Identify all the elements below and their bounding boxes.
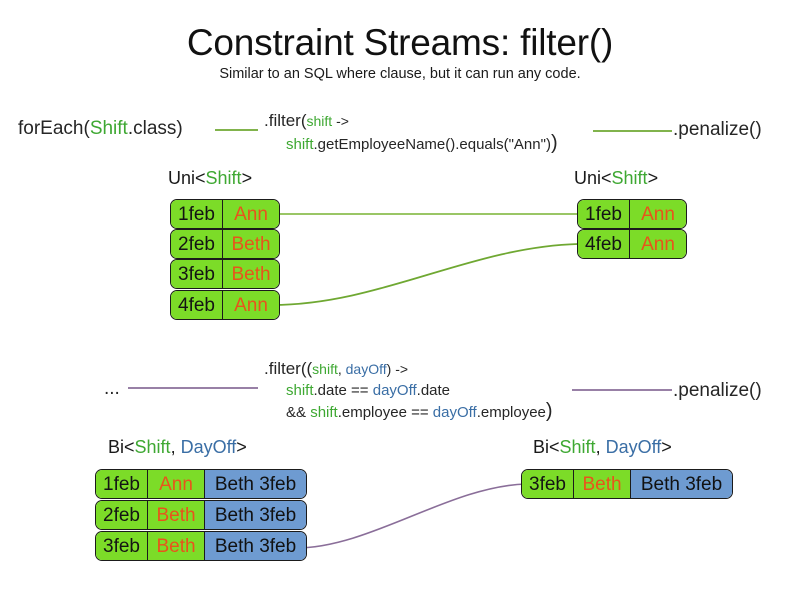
tuple-date: 1feb <box>171 200 223 228</box>
bi-right-label-type1: Shift <box>559 437 596 457</box>
tuple-dayoff: Beth 3feb <box>630 470 732 498</box>
uni-left-label-suffix: > <box>241 168 253 188</box>
bi-filter-l2-var2: dayOff <box>372 382 417 399</box>
tuple-dayoff: Beth 3feb <box>204 532 306 560</box>
bi-left-label-type1: Shift <box>134 437 171 457</box>
bi-filter-arrow: ) -> <box>386 361 409 377</box>
tuple-name: Beth <box>148 532 204 560</box>
foreach-prefix: forEach( <box>18 118 90 139</box>
bi-left-label-comma: , <box>170 437 181 457</box>
bi-filter-line2: shift.date == dayOff.date <box>264 380 553 401</box>
bi-filter-line1: .filter((shift, dayOff) -> <box>264 359 408 378</box>
tuple-name: Ann <box>223 291 279 319</box>
bi-filter-close-paren: ) <box>545 400 553 422</box>
bi-right-label-comma: , <box>595 437 606 457</box>
uni-right-stream-label: Uni<Shift> <box>574 168 658 189</box>
uni-right-label-type: Shift <box>611 168 648 188</box>
tuple-date: 4feb <box>578 230 630 258</box>
bi-filter-l2-mid: .date == <box>313 382 373 399</box>
foreach-expression: forEach(Shift.class) <box>18 118 183 140</box>
bi-filter-param2: dayOff <box>345 361 387 377</box>
tuple-date: 3feb <box>96 532 148 560</box>
bi-filter-l3-var2: dayOff <box>432 404 477 421</box>
tuple-dayoff: Beth 3feb <box>204 501 306 529</box>
tuple-name: Ann <box>630 200 686 228</box>
tuple-dayoff: Beth 3feb <box>204 470 306 498</box>
uni-filter-prefix: .filter( <box>264 111 307 130</box>
uni-right-tuple-0[interactable]: 1feb Ann <box>577 199 687 229</box>
link-bi-3feb <box>295 483 527 549</box>
tuple-date: 3feb <box>171 260 223 288</box>
bi-filter-comma: , <box>337 361 346 377</box>
uni-penalize-expression: .penalize() <box>673 119 762 140</box>
tuple-name: Ann <box>630 230 686 258</box>
bi-filter-param1: shift <box>312 361 338 377</box>
uni-left-tuple-3[interactable]: 4feb Ann <box>170 290 280 320</box>
bi-penalize-expression: .penalize() <box>673 380 762 401</box>
uni-left-label-type: Shift <box>205 168 242 188</box>
tuple-date: 1feb <box>96 470 148 498</box>
tuple-name: Beth <box>223 230 279 258</box>
uni-filter-param: shift <box>306 113 333 129</box>
bi-filter-l3-amp: && <box>286 404 311 421</box>
bi-left-label-type2: DayOff <box>180 437 237 457</box>
bi-filter-l3-mid: .employee == <box>337 404 433 421</box>
bi-filter-l3-end: .employee <box>476 404 546 421</box>
bi-right-tuple-0[interactable]: 3feb Beth Beth 3feb <box>521 469 733 499</box>
uni-left-tuple-0[interactable]: 1feb Ann <box>170 199 280 229</box>
uni-filter-body: .getEmployeeName().equals("Ann") <box>313 136 551 153</box>
bi-filter-l2-end: .date <box>416 382 451 399</box>
bi-left-tuple-0[interactable]: 1feb Ann Beth 3feb <box>95 469 307 499</box>
uni-left-tuple-1[interactable]: 2feb Beth <box>170 229 280 259</box>
bi-left-tuple-1[interactable]: 2feb Beth Beth 3feb <box>95 500 307 530</box>
page-subtitle: Similar to an SQL where clause, but it c… <box>219 66 581 82</box>
bi-left-stream-label: Bi<Shift, DayOff> <box>108 437 247 458</box>
bi-right-label-suffix: > <box>661 437 672 457</box>
tuple-date: 1feb <box>578 200 630 228</box>
tuple-date: 2feb <box>96 501 148 529</box>
uni-right-label-suffix: > <box>647 168 659 188</box>
tuple-date: 2feb <box>171 230 223 258</box>
tuple-name: Beth <box>574 470 630 498</box>
bi-filter-prefix: .filter(( <box>264 359 313 378</box>
uni-filter-body-var: shift <box>286 136 314 153</box>
tuple-name: Ann <box>148 470 204 498</box>
bi-right-label-prefix: Bi< <box>533 437 560 457</box>
bi-filter-l2-var1: shift <box>286 382 314 399</box>
link-uni-4feb <box>271 243 579 306</box>
tuple-name: Beth <box>223 260 279 288</box>
uni-right-label-prefix: Uni< <box>574 168 612 188</box>
uni-left-stream-label: Uni<Shift> <box>168 168 252 189</box>
tuple-name: Beth <box>148 501 204 529</box>
uni-filter-expression: .filter(shift -> shift.getEmployeeName()… <box>264 110 558 156</box>
tuple-date: 3feb <box>522 470 574 498</box>
page-title: Constraint Streams: filter() <box>186 22 614 63</box>
bi-right-label-type2: DayOff <box>605 437 662 457</box>
uni-filter-arrow: -> <box>332 113 349 129</box>
foreach-type: Shift <box>89 118 128 139</box>
uni-filter-line2: shift.getEmployeeName().equals("Ann")) <box>264 132 558 156</box>
tuple-name: Ann <box>223 200 279 228</box>
uni-filter-close-paren: ) <box>550 132 558 154</box>
uni-left-label-prefix: Uni< <box>168 168 206 188</box>
bi-filter-expression: .filter((shift, dayOff) -> shift.date ==… <box>264 358 553 423</box>
tuple-date: 4feb <box>171 291 223 319</box>
uni-left-tuple-2[interactable]: 3feb Beth <box>170 259 280 289</box>
bi-right-stream-label: Bi<Shift, DayOff> <box>533 437 672 458</box>
uni-filter-line1: .filter(shift -> <box>264 111 349 130</box>
bi-left-tuple-2[interactable]: 3feb Beth Beth 3feb <box>95 531 307 561</box>
bi-filter-l3-var1: shift <box>310 404 338 421</box>
bi-left-label-suffix: > <box>236 437 247 457</box>
uni-right-tuple-1[interactable]: 4feb Ann <box>577 229 687 259</box>
bi-source-ellipsis: ... <box>104 378 120 399</box>
foreach-suffix: .class) <box>127 118 183 139</box>
bi-left-label-prefix: Bi< <box>108 437 135 457</box>
bi-filter-line3: && shift.employee == dayOff.employee) <box>264 401 553 423</box>
